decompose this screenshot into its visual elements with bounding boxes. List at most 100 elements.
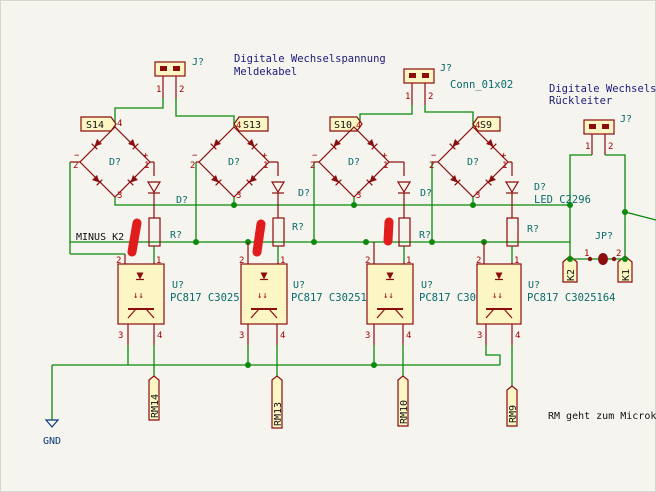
output-tag-rm10[interactable]: RM10 xyxy=(397,375,410,427)
pin-label: 1 xyxy=(502,161,507,171)
pin-label: 2 xyxy=(429,161,434,171)
pin-label: − xyxy=(74,151,80,161)
opto-value: PC817 C3025164 xyxy=(170,292,259,304)
resistor-1[interactable]: R? xyxy=(148,217,182,262)
rm-label: RM10 xyxy=(399,400,410,424)
pin-label: 1 xyxy=(383,161,388,171)
bridge-tag: S13 xyxy=(243,120,261,131)
bridge-tag: S10 xyxy=(334,120,352,131)
pin-label: 1 xyxy=(585,142,590,152)
pin-label: 1 xyxy=(156,256,161,266)
pin-label: 2 xyxy=(365,256,370,266)
resistor-3[interactable]: R? xyxy=(398,217,431,262)
jumper-ref: JP? xyxy=(595,231,613,242)
pin-label: 1 xyxy=(263,161,268,171)
minus-k2-label: MINUS K2 xyxy=(76,232,124,243)
pin-label: + xyxy=(262,151,268,161)
bridge-ref: D? xyxy=(467,157,479,168)
connector-j1[interactable]: J? 1 2 xyxy=(154,57,204,98)
opto-ref: U? xyxy=(421,280,433,291)
pin-label: 2 xyxy=(608,142,613,152)
optocoupler-4[interactable]: ↓↓ 2 1 3 4 U? PC817 C3025164 xyxy=(476,242,616,345)
opto-arrows: ↓↓ xyxy=(492,291,503,301)
pin-label: 2 xyxy=(428,92,433,102)
pin-label: 1 xyxy=(144,161,149,171)
pin-label: 1 xyxy=(280,256,285,266)
opto-arrows: ↓↓ xyxy=(257,291,268,301)
pin-label: 1 xyxy=(514,256,519,266)
gnd-label: GND xyxy=(43,436,61,447)
pin-label: + xyxy=(382,151,388,161)
bridge-ref: D? xyxy=(348,157,360,168)
pin-label: 4 xyxy=(117,119,122,129)
led-ref: D? xyxy=(176,195,188,206)
resistor-ref: R? xyxy=(292,222,304,233)
red-marker xyxy=(252,219,266,257)
footer-note: RM geht zum Microk xyxy=(548,411,656,422)
opto-ref: U? xyxy=(172,280,184,291)
optocoupler-1[interactable]: ↓↓ 2 1 3 4 U? PC817 C3025164 xyxy=(116,254,259,345)
output-tag-rm14[interactable]: RM14 xyxy=(148,375,161,421)
pin-label: 1 xyxy=(405,92,410,102)
opto-ref: U? xyxy=(528,280,540,291)
bridge-ref: D? xyxy=(109,157,121,168)
connector-j3[interactable]: J? 1 2 xyxy=(583,114,632,155)
pin-label: 2 xyxy=(179,85,184,95)
bridge-s14[interactable]: S14 D? 4 2 − + 1 3 xyxy=(70,116,154,201)
led-3[interactable]: D? xyxy=(396,162,432,218)
bridge-tag: S14 xyxy=(86,120,104,131)
led-4[interactable]: D? LED C2296 xyxy=(504,162,591,218)
output-tag-rm13[interactable]: RM13 xyxy=(271,375,284,429)
resistor-ref: R? xyxy=(419,230,431,241)
opto-value: PC817 C3025164 xyxy=(527,292,616,304)
rm-label: RM14 xyxy=(150,394,161,418)
rm-label: RM13 xyxy=(273,402,284,426)
led-2[interactable]: D? xyxy=(270,162,310,218)
pin-label: 3 xyxy=(475,191,480,201)
resistor-4[interactable]: R? xyxy=(506,217,539,262)
opto-ref: U? xyxy=(293,280,305,291)
red-marker xyxy=(127,218,142,257)
red-marker xyxy=(383,217,394,246)
optocoupler-2[interactable]: ↓↓ 2 1 3 4 U? PC817 C3025164 xyxy=(239,242,380,345)
connector-value: Conn_01x02 xyxy=(450,79,513,91)
jumper-jp[interactable]: JP? 1 2 xyxy=(570,231,625,265)
title-line-1: Digitale Wechselspannung xyxy=(234,53,386,65)
pin-label: 2 xyxy=(190,161,195,171)
pin-label: 4 xyxy=(236,121,241,131)
output-tag-rm9[interactable]: RM9 xyxy=(506,385,519,427)
pin-label: 4 xyxy=(356,121,361,131)
pin-label: 2 xyxy=(310,161,315,171)
k2-label: K2 xyxy=(566,269,577,281)
pin-label: − xyxy=(431,151,437,161)
pin-label: 2 xyxy=(476,256,481,266)
led-1[interactable]: D? xyxy=(146,162,188,218)
pin-label: 3 xyxy=(239,331,244,341)
pin-label: 1 xyxy=(156,85,161,95)
pin-label: 3 xyxy=(477,331,482,341)
bridge-s10[interactable]: S10 D? 4 2 − + 1 3 xyxy=(310,116,404,201)
title-line-3: Digitale Wechselsp xyxy=(549,83,656,95)
pin-label: 2 xyxy=(616,249,621,259)
connector-ref: J? xyxy=(192,57,204,68)
pin-label: 3 xyxy=(117,191,122,201)
pin-label: 4 xyxy=(157,331,162,341)
title-line-2: Meldekabel xyxy=(234,66,297,78)
connector-ref: J? xyxy=(620,114,632,125)
led-ref: D? xyxy=(298,188,310,199)
pin-label: 2 xyxy=(239,256,244,266)
connector-j2[interactable]: J? Conn_01x02 1 2 xyxy=(403,63,513,105)
pin-label: 4 xyxy=(406,331,411,341)
resistor-2[interactable]: R? xyxy=(272,217,304,262)
pin-label: − xyxy=(312,151,318,161)
pin-label: 4 xyxy=(515,331,520,341)
pin-label: 1 xyxy=(406,256,411,266)
pin-label: 3 xyxy=(356,191,361,201)
resistor-ref: R? xyxy=(170,230,182,241)
pin-label: + xyxy=(143,151,149,161)
bridge-s13[interactable]: S13 D? 4 2 − + 1 3 xyxy=(190,116,278,201)
pin-label: + xyxy=(501,151,507,161)
bridge-s9[interactable]: S9 D? 4 2 − + 1 3 xyxy=(429,116,512,201)
title-line-4: Rückleiter xyxy=(549,95,612,107)
